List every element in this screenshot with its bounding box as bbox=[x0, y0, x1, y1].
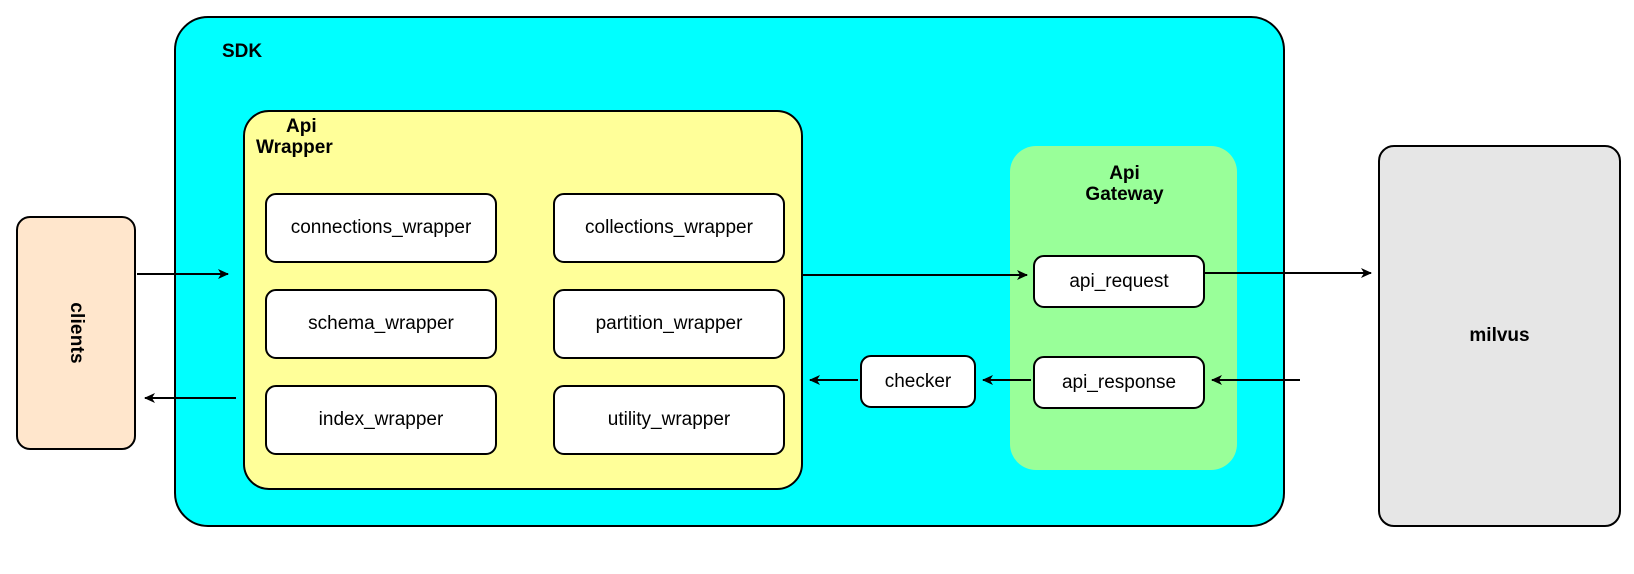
api-request-label: api_request bbox=[1069, 270, 1169, 292]
api-gateway-container[interactable] bbox=[1010, 146, 1237, 470]
connections-wrapper-label: connections_wrapper bbox=[290, 217, 472, 238]
api-response-label: api_response bbox=[1061, 371, 1177, 393]
api-request-node[interactable]: api_request bbox=[1033, 255, 1205, 308]
utility-wrapper-label: utility_wrapper bbox=[607, 409, 731, 430]
sdk-label: SDK bbox=[222, 41, 263, 62]
partition-wrapper-label: partition_wrapper bbox=[595, 313, 743, 334]
checker-node[interactable]: checker bbox=[860, 355, 976, 408]
utility-wrapper-node[interactable]: utility_wrapper bbox=[553, 385, 785, 455]
collections-wrapper-label: collections_wrapper bbox=[585, 217, 753, 238]
api-gateway-label: Api Gateway bbox=[1085, 163, 1164, 206]
api-response-node[interactable]: api_response bbox=[1033, 356, 1205, 409]
milvus-node[interactable]: milvus bbox=[1378, 145, 1621, 527]
partition-wrapper-node[interactable]: partition_wrapper bbox=[553, 289, 785, 359]
schema-wrapper-node[interactable]: schema_wrapper bbox=[265, 289, 497, 359]
connections-wrapper-node[interactable]: connections_wrapper bbox=[265, 193, 497, 263]
collections-wrapper-node[interactable]: collections_wrapper bbox=[553, 193, 785, 263]
clients-node[interactable]: clients bbox=[16, 216, 136, 450]
clients-label: clients bbox=[66, 302, 87, 364]
index-wrapper-node[interactable]: index_wrapper bbox=[265, 385, 497, 455]
index-wrapper-label: index_wrapper bbox=[318, 409, 444, 430]
milvus-label: milvus bbox=[1469, 325, 1530, 346]
api-wrapper-label: Api Wrapper bbox=[256, 116, 333, 159]
checker-label: checker bbox=[884, 370, 952, 392]
schema-wrapper-label: schema_wrapper bbox=[308, 313, 454, 334]
